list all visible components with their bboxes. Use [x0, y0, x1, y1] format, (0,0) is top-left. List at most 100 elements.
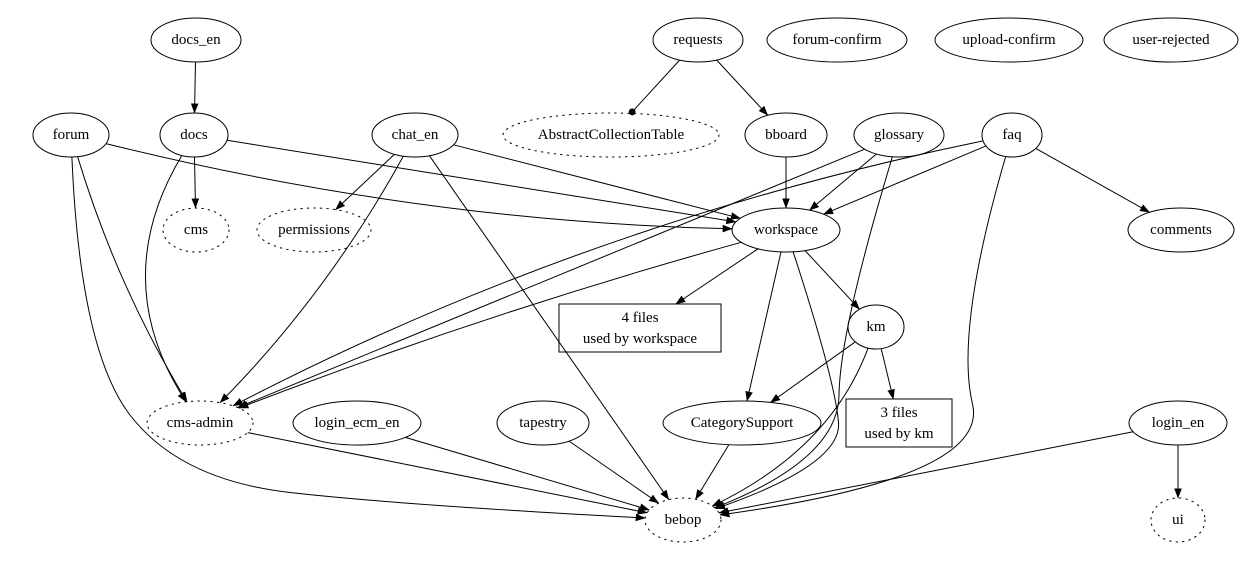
node-permissions: permissions	[256, 207, 372, 253]
node-files4: 4 files used by workspace	[558, 303, 722, 353]
edge-km-to-files3	[880, 348, 895, 400]
edge-workspace-to-files4	[675, 248, 759, 305]
edge-workspace-to-CategorySupport	[745, 251, 782, 402]
node-CategorySupport: CategorySupport	[662, 400, 822, 446]
edge-requests-to-bboard	[716, 59, 769, 116]
edge-forum-to-workspace	[105, 143, 733, 233]
node-ellipse-shape	[766, 17, 908, 63]
node-comments: comments	[1127, 207, 1235, 253]
node-label: ui	[1172, 512, 1184, 528]
node-upload-confirm: upload-confirm	[934, 17, 1084, 63]
node-ellipse-shape	[1127, 207, 1235, 253]
edge-chat_en-to-permissions	[335, 153, 395, 210]
node-label: AbstractCollectionTable	[538, 127, 685, 143]
node-login_ecm_en: login_ecm_en	[292, 400, 422, 446]
node-ellipse-shape	[256, 207, 372, 253]
edge-workspace-to-bebop	[715, 251, 840, 510]
node-ellipse-shape	[652, 17, 744, 63]
edge-cms-admin-to-bebop	[247, 432, 648, 515]
node-requests: requests	[652, 17, 744, 63]
node-label: CategorySupport	[691, 415, 794, 431]
node-label: 3 files	[880, 405, 917, 421]
node-label: cms	[184, 222, 208, 238]
graph-edges	[71, 59, 1182, 522]
node-label: upload-confirm	[962, 32, 1056, 48]
node-ellipse-shape	[934, 17, 1084, 63]
edge-faq-to-workspace	[823, 145, 987, 215]
node-workspace: workspace	[731, 207, 841, 253]
edge-chat_en-to-bebop	[428, 155, 670, 501]
node-glossary: glossary	[853, 112, 945, 158]
edge-docs-to-workspace	[226, 139, 737, 225]
node-label: used by km	[864, 426, 933, 442]
node-ellipse-shape	[853, 112, 945, 158]
node-ellipse-shape	[496, 400, 590, 446]
node-user-rejected: user-rejected	[1103, 17, 1239, 63]
node-ellipse-shape	[1103, 17, 1239, 63]
edge-km-to-CategorySupport	[770, 341, 856, 403]
edge-login_en-to-bebop	[718, 431, 1134, 515]
node-km: km	[847, 304, 905, 350]
node-label: tapestry	[519, 415, 567, 431]
node-tapestry: tapestry	[496, 400, 590, 446]
edge-docs-to-cms	[191, 156, 200, 209]
node-label: bboard	[765, 127, 807, 143]
edge-docs_en-to-docs	[190, 61, 199, 114]
edge-faq-to-bebop	[719, 156, 1007, 518]
edge-chat_en-to-cms-admin	[219, 155, 404, 403]
node-label: user-rejected	[1132, 32, 1210, 48]
node-ellipse-shape	[150, 17, 242, 63]
node-cms-admin: cms-admin	[146, 400, 254, 446]
node-cms: cms	[162, 207, 230, 253]
node-label: km	[866, 319, 886, 335]
node-login_en: login_en	[1128, 400, 1228, 446]
node-docs_en: docs_en	[150, 17, 242, 63]
node-ellipse-shape	[1150, 497, 1206, 543]
node-ellipse-shape	[32, 112, 110, 158]
node-files3: 3 files used by km	[845, 398, 953, 448]
edge-chat_en-to-workspace	[453, 144, 741, 220]
edge-glossary-to-workspace	[809, 153, 877, 211]
node-label: comments	[1150, 222, 1212, 238]
node-label: chat_en	[392, 127, 439, 143]
node-label: forum	[53, 127, 90, 143]
node-forum: forum	[32, 112, 110, 158]
node-ellipse-shape	[502, 112, 720, 158]
edge-CategorySupport-to-bebop	[695, 444, 730, 500]
node-ellipse-shape	[981, 112, 1043, 158]
node-forum-confirm: forum-confirm	[766, 17, 908, 63]
edge-workspace-to-km	[804, 250, 860, 310]
node-label: used by workspace	[583, 331, 697, 347]
graph-nodes: docs_en requests forum-confirm upload-confi…	[32, 17, 1239, 543]
node-faq: faq	[981, 112, 1043, 158]
node-AbstractCollectionTable: AbstractCollectionTable	[502, 112, 720, 158]
node-ellipse-shape	[644, 497, 722, 543]
node-label: workspace	[754, 222, 818, 238]
node-label: login_en	[1152, 415, 1205, 431]
node-label: 4 files	[621, 310, 658, 326]
node-label: docs	[180, 127, 208, 143]
node-box-shape	[558, 303, 722, 353]
node-ellipse-shape	[292, 400, 422, 446]
node-label: glossary	[874, 127, 924, 143]
node-bebop: bebop	[644, 497, 722, 543]
edge-forum-to-cms-admin	[77, 156, 188, 403]
edge-tapestry-to-bebop	[568, 440, 660, 504]
node-label: login_ecm_en	[315, 415, 400, 431]
edge-faq-to-cms-admin	[232, 140, 984, 407]
edge-forum-to-bebop	[71, 156, 646, 522]
edge-km-to-bebop	[711, 347, 869, 507]
node-label: docs_en	[171, 32, 221, 48]
node-bboard: bboard	[744, 112, 828, 158]
node-ellipse-shape	[662, 400, 822, 446]
edge-login_ecm_en-to-bebop	[405, 436, 650, 511]
node-box-shape	[845, 398, 953, 448]
node-label: requests	[673, 32, 722, 48]
node-ui: ui	[1150, 497, 1206, 543]
node-label: forum-confirm	[792, 32, 881, 48]
edge-glossary-to-bebop	[714, 156, 893, 509]
edge-glossary-to-cms-admin	[237, 148, 865, 408]
node-chat_en: chat_en	[371, 112, 459, 158]
